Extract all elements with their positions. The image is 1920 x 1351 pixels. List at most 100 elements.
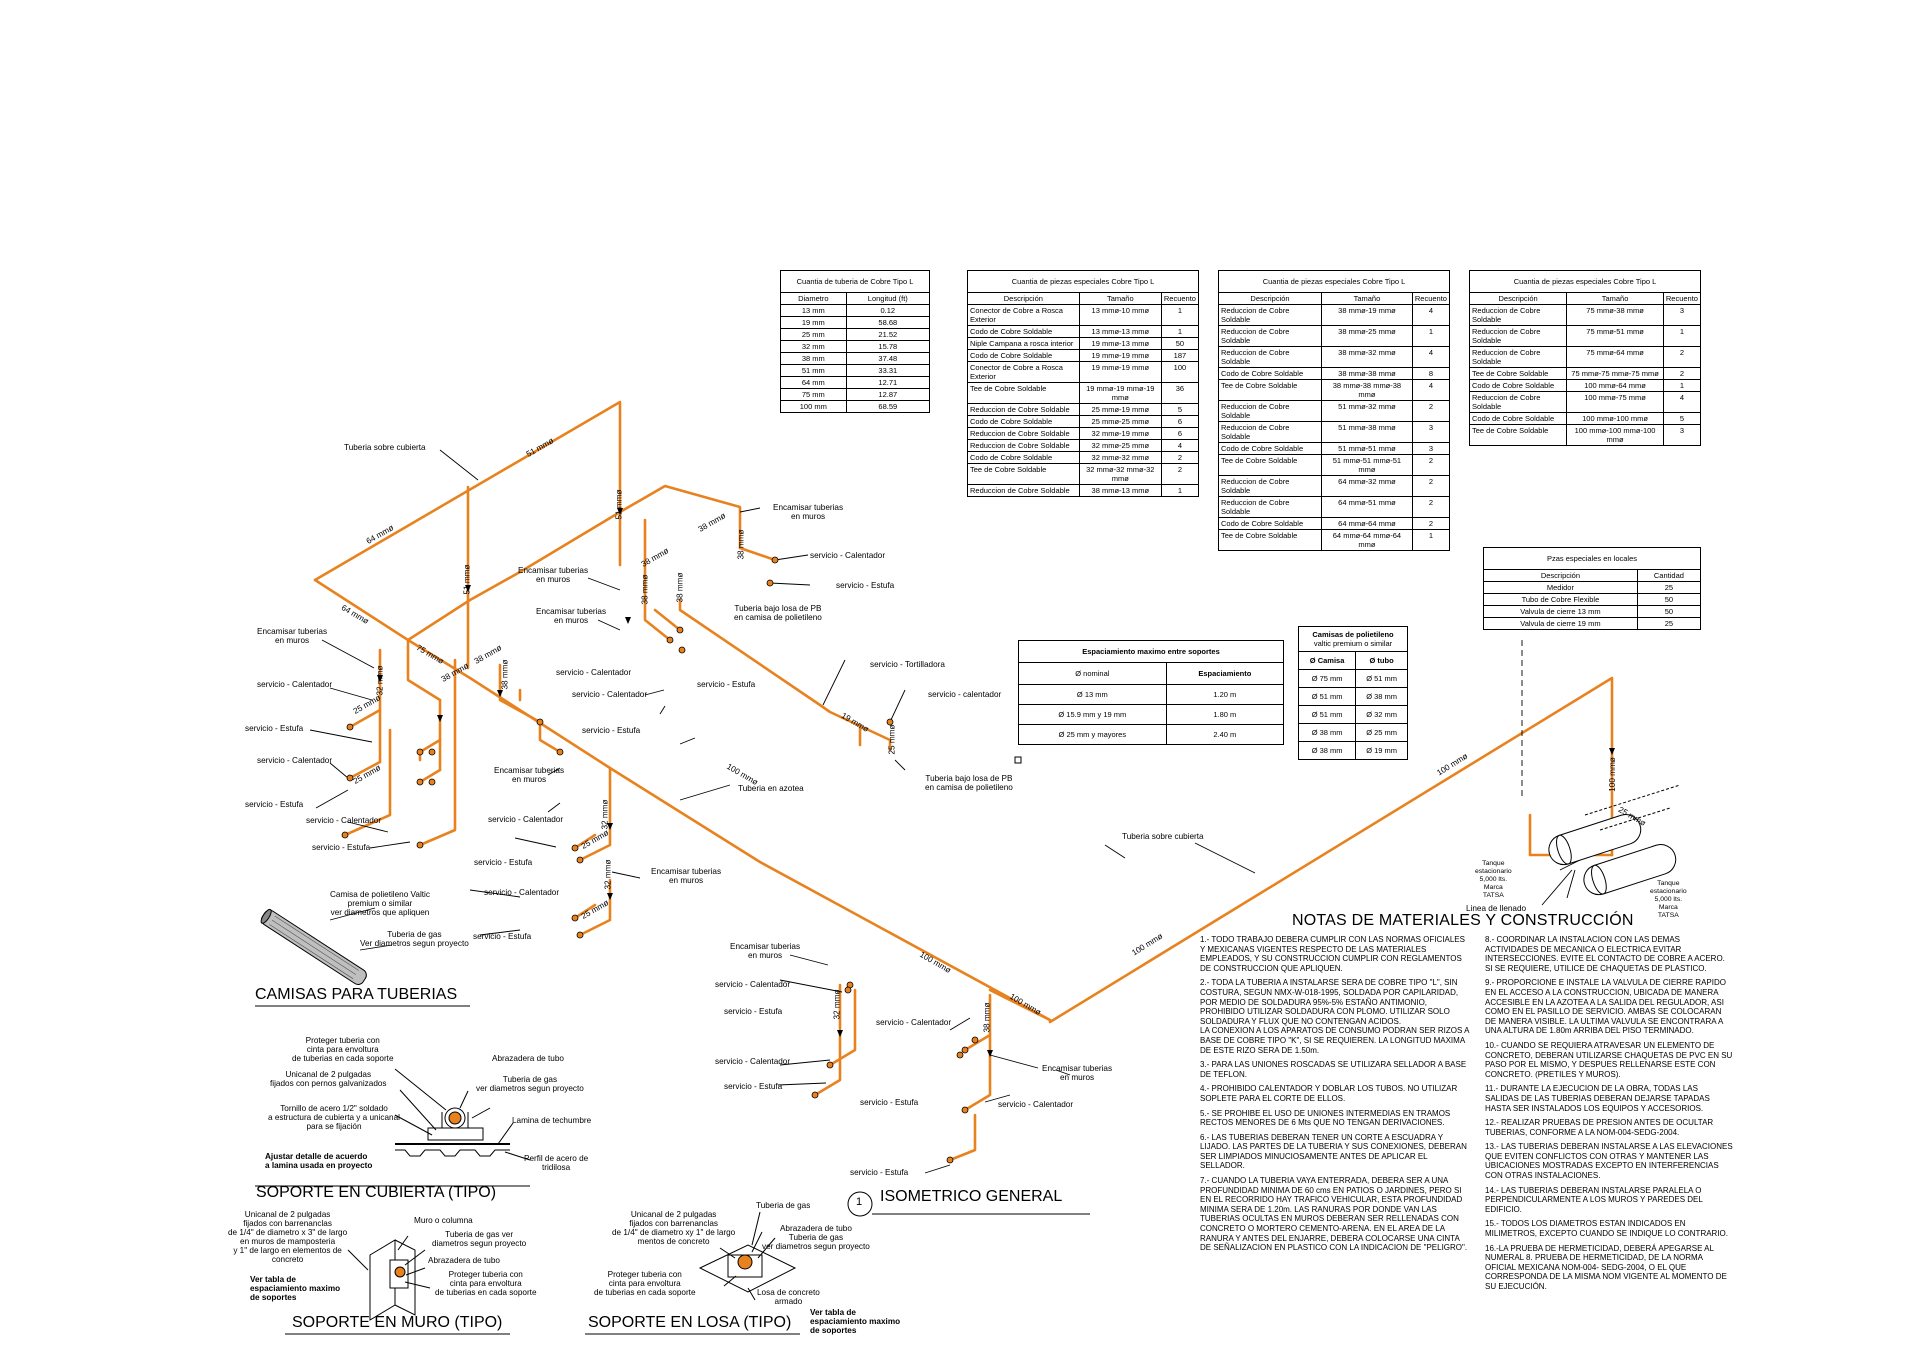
table-cell: 5 bbox=[1160, 403, 1200, 416]
column-header: Tamaño bbox=[1566, 292, 1664, 305]
table-title: Cuantia de tuberia de Cobre Tipo L bbox=[780, 270, 930, 292]
table-cell: 100 mmø-64 mmø bbox=[1566, 379, 1664, 392]
label-servicio-calentador: servicio - Calentador bbox=[257, 756, 333, 765]
table-cell: Reduccion de Cobre Soldable bbox=[967, 403, 1080, 416]
table-cell: Tee de Cobre Soldable bbox=[1468, 367, 1568, 380]
column-header: Tamaño bbox=[1321, 292, 1413, 305]
table-cell: 15.78 bbox=[845, 340, 931, 353]
table-cell: 75 mmø-75 mmø-75 mmø bbox=[1566, 367, 1664, 380]
table-cell: 2 bbox=[1411, 400, 1451, 422]
table-cell: 50 bbox=[1636, 605, 1702, 618]
label-servicio-calentador: servicio - Calentador bbox=[998, 1100, 1074, 1109]
label-servicio-estufa: servicio - Estufa bbox=[724, 1082, 783, 1091]
column-header: Descripción bbox=[1483, 569, 1638, 582]
table-cell: 1 bbox=[1662, 325, 1702, 347]
table-cell: 100 mmø-100 mmø bbox=[1566, 412, 1664, 425]
label-servicio-estufa: servicio - Estufa bbox=[850, 1168, 909, 1177]
table-title: Pzas especiales en locales bbox=[1483, 547, 1701, 569]
table-cell: 37.48 bbox=[845, 352, 931, 365]
table-cell: 38 mmø-19 mmø bbox=[1321, 304, 1413, 326]
label-linea-llenado: Linea de llenado bbox=[1466, 904, 1527, 913]
table-cell: Ø 15.9 mm y 19 mm bbox=[1018, 704, 1167, 725]
label-encamisar: Encamisar tuberias en muros bbox=[536, 607, 607, 625]
table-cell: 64 mmø-32 mmø bbox=[1321, 475, 1413, 497]
table-cell: Conector de Cobre a Rosca Exterior bbox=[967, 304, 1080, 326]
table-cell: Ø 38 mm bbox=[1297, 723, 1357, 742]
table-cell: 38 mmø-13 mmø bbox=[1078, 484, 1162, 497]
table-cell: 75 mm bbox=[780, 388, 847, 401]
table-cell: 64 mm bbox=[780, 376, 847, 389]
table-cell: Reduccion de Cobre Soldable bbox=[967, 484, 1080, 497]
table-cell: 6 bbox=[1160, 427, 1200, 440]
label-perfil-acero: Perfil de acero de tridilosa bbox=[524, 1154, 589, 1172]
label-servicio-estufa: servicio - Estufa bbox=[474, 858, 533, 867]
label-tuberia-gas: Tuberia de gas ver diametros segun proye… bbox=[432, 1230, 527, 1248]
label-servicio-calentador: servicio - Calentador bbox=[810, 551, 886, 560]
table-cell: Reduccion de Cobre Soldable bbox=[1218, 346, 1322, 368]
label-losa-concreto: Losa de concreto armado bbox=[757, 1288, 820, 1306]
table-cell: Tee de Cobre Soldable bbox=[967, 382, 1080, 404]
table-cell: 2 bbox=[1662, 346, 1702, 368]
table-cell: Tee de Cobre Soldable bbox=[1218, 454, 1322, 476]
table-cell: 19 mmø-19 mmø bbox=[1078, 349, 1162, 362]
column-header: Recuento bbox=[1662, 292, 1702, 305]
table-piezas-especiales-2: Cuantia de piezas especiales Cobre Tipo … bbox=[1218, 270, 1451, 551]
table-cell: 64 mmø-64 mmø bbox=[1321, 517, 1413, 530]
label-servicio-calentador: servicio - Calentador bbox=[572, 690, 648, 699]
table-cell: 25 bbox=[1636, 617, 1702, 630]
table-cell: Valvula de cierre 13 mm bbox=[1483, 605, 1638, 618]
table-cell: Tee de Cobre Soldable bbox=[1218, 379, 1322, 401]
pipe-size-label: 38 mmø bbox=[982, 1002, 992, 1033]
table-cell: 187 bbox=[1160, 349, 1200, 362]
note-item: 2.- TODA LA TUBERIA A INSTALARSE SERA DE… bbox=[1200, 978, 1469, 1055]
note-item: 7.- CUANDO LA TUBERIA VAYA ENTERRADA, DE… bbox=[1200, 1176, 1468, 1253]
label-servicio-calentador: servicio - Calentador bbox=[257, 680, 333, 689]
label-bajo-losa: Tuberia bajo losa de PB en camisa de pol… bbox=[925, 774, 1013, 792]
gas-pipe-network bbox=[313, 400, 1614, 1162]
notes-column-right: 8.- COORDINAR LA INSTALACION CON LAS DEM… bbox=[1485, 935, 1733, 1297]
table-cell: 13 mm bbox=[780, 304, 847, 317]
table-cell: 4 bbox=[1411, 304, 1451, 326]
column-header: Descripción bbox=[1468, 292, 1568, 305]
table-cell: 19 mmø-19 mmø bbox=[1078, 361, 1162, 383]
label-muro-columna: Muro o columna bbox=[414, 1216, 473, 1225]
column-header: Ø Camisa bbox=[1297, 651, 1357, 670]
title-soporte-losa: SOPORTE EN LOSA (TIPO) bbox=[588, 1314, 792, 1331]
table-cell: 64 mmø-51 mmø bbox=[1321, 496, 1413, 518]
table-piezas-especiales-1: Cuantia de piezas especiales Cobre Tipo … bbox=[967, 270, 1200, 497]
table-cell: 32 mmø-32 mmø-32 mmø bbox=[1078, 463, 1162, 485]
table-cell: Reduccion de Cobre Soldable bbox=[1218, 325, 1322, 347]
table-cell: 25 mm bbox=[780, 328, 847, 341]
table-cell: 2 bbox=[1662, 367, 1702, 380]
table-cell: 3 bbox=[1662, 304, 1702, 326]
pipe-size-label: 32 mmø bbox=[603, 859, 613, 890]
table-cell: Ø 75 mm bbox=[1297, 669, 1357, 688]
label-proteger-tuberia: Proteger tuberia con cinta para envoltur… bbox=[292, 1036, 394, 1063]
label-encamisar: Encamisar tuberias en muros bbox=[257, 627, 328, 645]
pipe-size-label: 38 mmø bbox=[736, 529, 746, 560]
table-cell: 75 mmø-51 mmø bbox=[1566, 325, 1664, 347]
table-cell: 12.87 bbox=[845, 388, 931, 401]
table-cell: 50 bbox=[1160, 337, 1200, 350]
table-cell: 13 mmø-13 mmø bbox=[1078, 325, 1162, 338]
table-cell: Ø 51 mm bbox=[1355, 669, 1408, 688]
label-servicio-calentador: servicio - Calentador bbox=[306, 816, 382, 825]
column-header: Recuento bbox=[1411, 292, 1451, 305]
sleeve-drawing-icon bbox=[260, 907, 393, 985]
label-encamisar: Encamisar tuberias en muros bbox=[494, 766, 565, 784]
label-servicio-estufa: servicio - Estufa bbox=[312, 843, 371, 852]
table-cell: Codo de Cobre Soldable bbox=[967, 349, 1080, 362]
